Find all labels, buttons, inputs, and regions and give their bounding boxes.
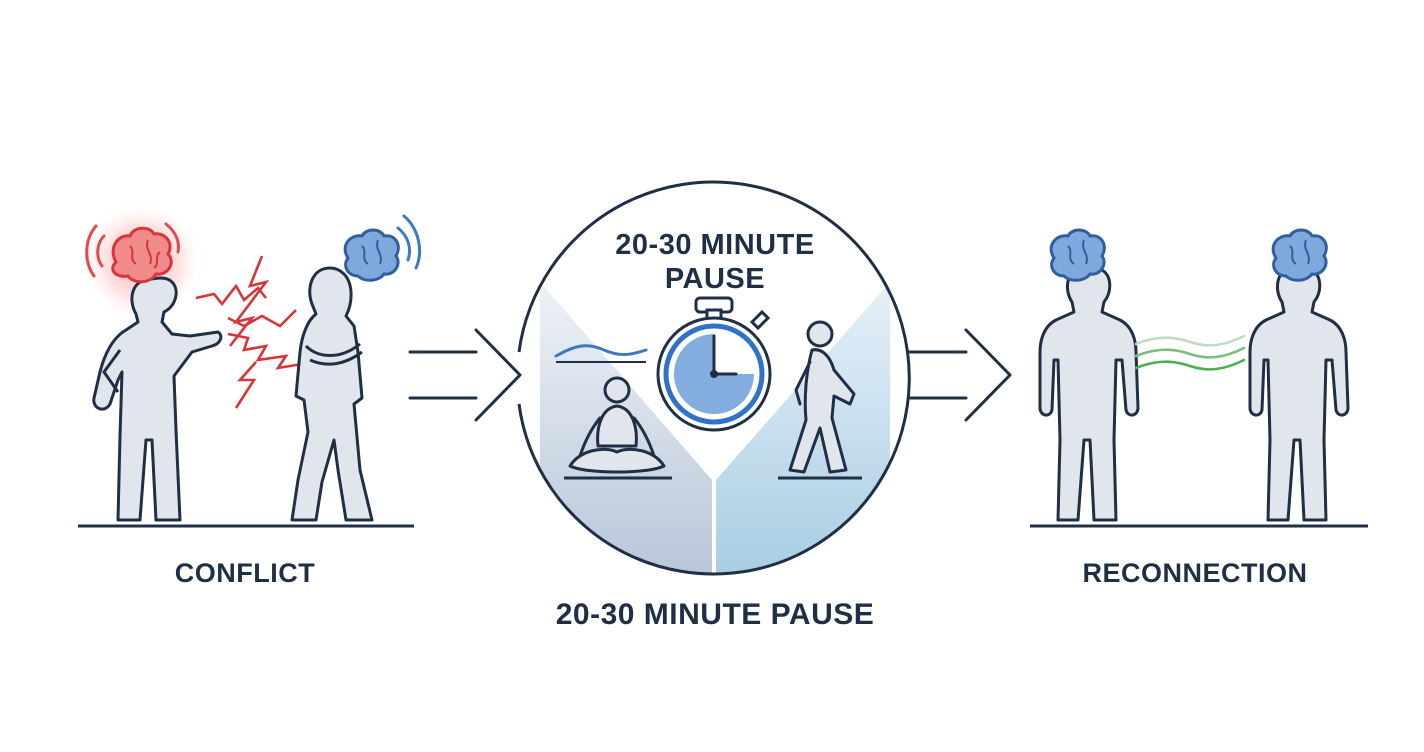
person-right-calm (1248, 265, 1350, 522)
woman-crossed-arms (304, 342, 363, 366)
lightning-bolt-icon (195, 255, 303, 409)
reconnection-scene (1030, 228, 1368, 528)
pause-scene (517, 180, 911, 576)
stress-wave-right (164, 222, 180, 254)
conflict-label: CONFLICT (174, 558, 316, 588)
conflict-scene (78, 200, 421, 528)
stress-wave-left-outer (85, 224, 98, 278)
stress-wave-left (96, 234, 106, 268)
stopwatch-icon (656, 296, 772, 432)
arrow-to-reconnection (908, 328, 1012, 422)
brain-icon-blue (343, 228, 400, 282)
pause-circle (517, 180, 911, 576)
brain-icon-blue (1049, 228, 1106, 282)
brain-icon-blue (1271, 228, 1328, 282)
calm-wave-woman-outer (402, 214, 421, 270)
calm-wave-woman (396, 226, 412, 262)
arrow-to-pause (408, 328, 522, 422)
pause-title-line1: 20-30 MINUTE (615, 229, 815, 261)
brain-icon-red (111, 226, 173, 284)
meditating-person-icon (564, 376, 672, 480)
pause-title: 20-30 MINUTE PAUSE (585, 228, 845, 296)
man-figure-angry (92, 276, 223, 522)
pause-title-line2: PAUSE (664, 263, 766, 295)
person-left-calm (1038, 265, 1140, 522)
walking-person-icon (778, 320, 862, 480)
reconnection-label: RECONNECTION (1082, 558, 1308, 588)
pause-caption: 20-30 MINUTE PAUSE (555, 598, 875, 631)
wave-lines-icon (1134, 334, 1246, 371)
man-hip-arm (102, 349, 122, 393)
calm-wave-icon (554, 344, 648, 358)
woman-figure-defensive (290, 266, 374, 522)
